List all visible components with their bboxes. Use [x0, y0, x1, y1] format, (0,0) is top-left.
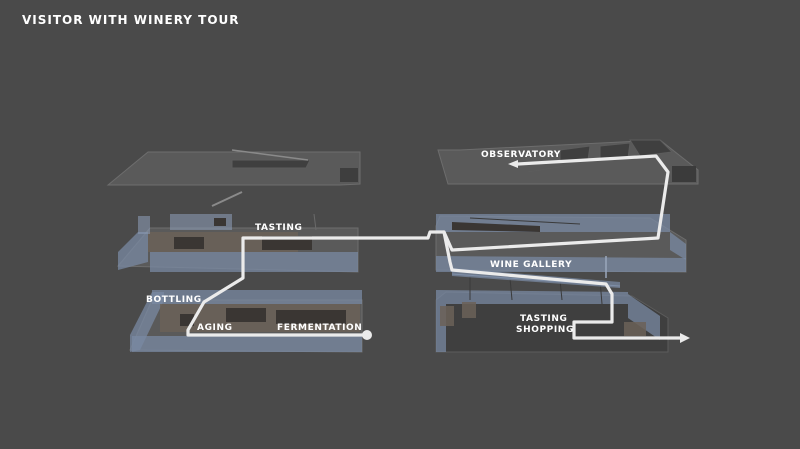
route-arrow-end: [508, 160, 518, 168]
left-production-level: [129, 290, 363, 353]
label-observatory: OBSERVATORY: [481, 150, 561, 160]
label-fermentation: FERMENTATION: [277, 323, 362, 333]
label-wine-gallery: WINE GALLERY: [490, 260, 572, 270]
label-tasting: TASTING: [255, 223, 303, 233]
label-aging: AGING: [197, 323, 233, 333]
left-tasting-level: [116, 213, 359, 273]
diagram-title: VISITOR WITH WINERY TOUR: [22, 13, 240, 27]
route-path: [186, 154, 670, 337]
route-path-lower: [442, 230, 682, 340]
left-roof-slab: [106, 149, 361, 207]
label-tasting-shopping-line1: TASTING: [520, 314, 568, 324]
label-tasting-shopping-line2: SHOPPING: [516, 325, 574, 335]
tour-route: [186, 154, 690, 343]
route-start-dot: [362, 330, 372, 340]
label-bottling: BOTTLING: [146, 295, 202, 305]
route-arrow-exit: [680, 333, 690, 343]
